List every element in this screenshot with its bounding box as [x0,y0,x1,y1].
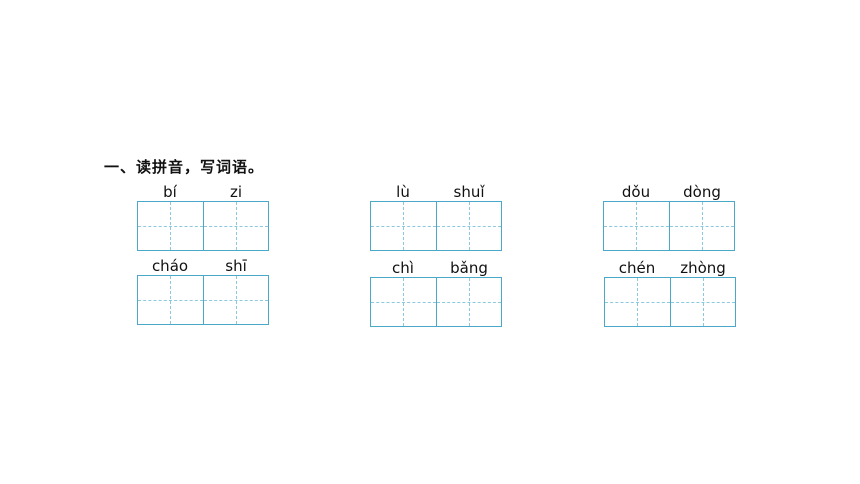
pinyin-syllable: zi [229,183,243,201]
pinyin-syllable: bí [163,183,177,201]
pinyin-syllable: bǎng [450,259,488,277]
writing-cell[interactable] [138,202,203,250]
pinyin-syllable: dòng [683,183,721,201]
writing-grid [370,201,502,251]
writing-cell[interactable] [669,278,736,326]
pinyin-syllable: chén [618,259,656,277]
writing-cell[interactable] [605,278,670,326]
word-item-chenZhong: chén zhòng [604,259,736,327]
writing-grid [137,275,269,325]
writing-cell[interactable] [138,276,203,324]
pinyin-syllable: shuǐ [453,183,485,201]
pinyin-row: cháo shī [137,257,269,275]
pinyin-row: lù shuǐ [370,183,502,201]
writing-cell[interactable] [371,278,436,326]
writing-cell[interactable] [435,202,502,250]
pinyin-syllable: shī [225,257,247,275]
writing-cell[interactable] [202,276,269,324]
word-item-chiBang: chì bǎng [370,259,502,327]
word-item-douDong: dǒu dòng [603,183,735,251]
pinyin-row: bí zi [137,183,269,201]
writing-grid [604,277,736,327]
pinyin-syllable: dǒu [621,183,651,201]
writing-grid [370,277,502,327]
writing-cell[interactable] [668,202,735,250]
pinyin-row: dǒu dòng [603,183,735,201]
pinyin-row: chén zhòng [604,259,736,277]
writing-grid [603,201,735,251]
writing-cell[interactable] [371,202,436,250]
writing-grid [137,201,269,251]
writing-cell[interactable] [435,278,502,326]
pinyin-syllable: chì [392,259,414,277]
writing-cell[interactable] [202,202,269,250]
pinyin-row: chì bǎng [370,259,502,277]
word-item-biZi: bí zi [137,183,269,251]
writing-cell[interactable] [604,202,669,250]
exercise-heading: 一、读拼音，写词语。 [104,158,265,176]
word-item-chaoShi: cháo shī [137,257,269,325]
pinyin-syllable: zhòng [680,259,726,277]
pinyin-syllable: cháo [151,257,189,275]
word-item-luShui: lù shuǐ [370,183,502,251]
pinyin-syllable: lù [396,183,410,201]
